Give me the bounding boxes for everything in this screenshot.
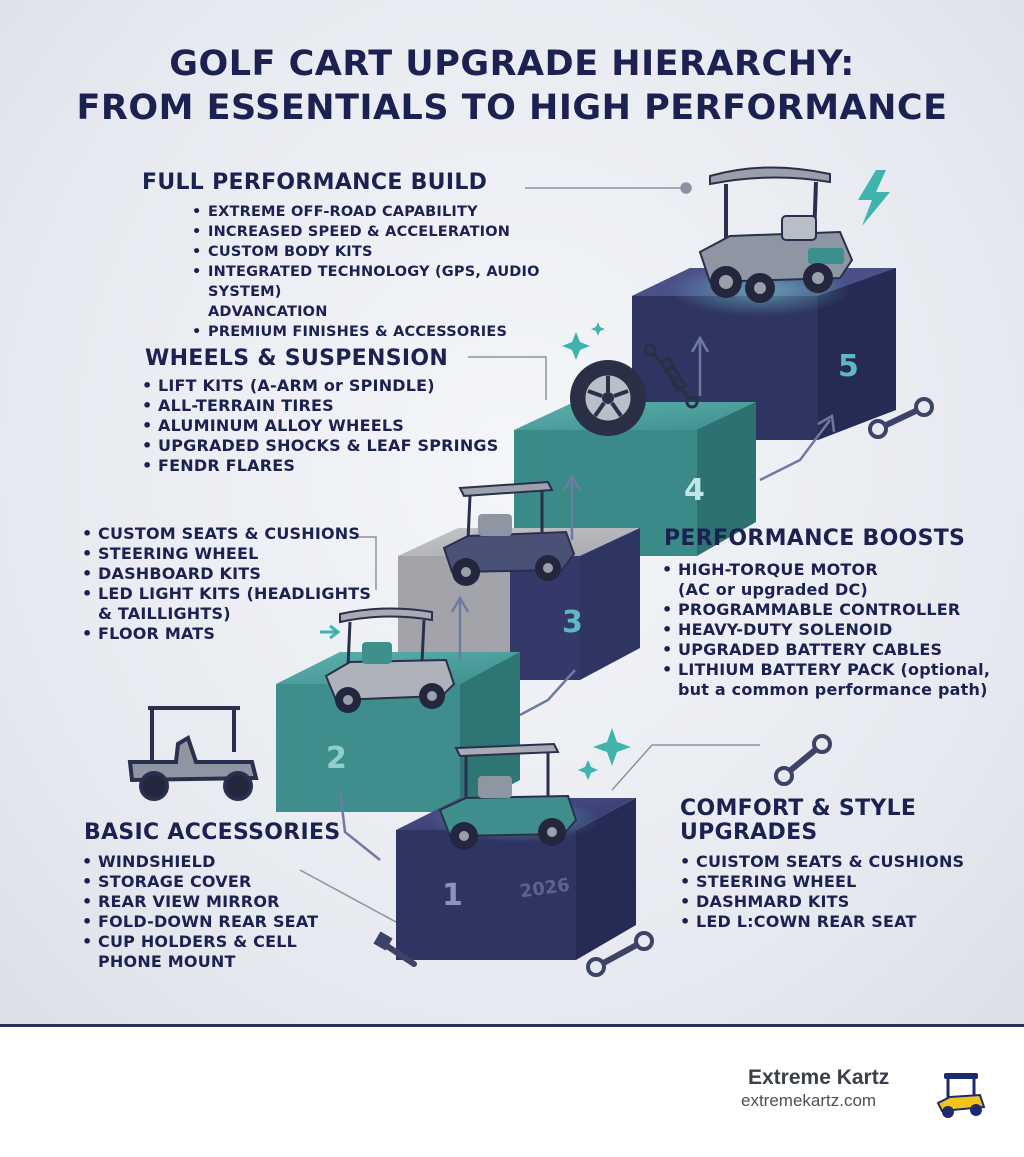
lightning-icon xyxy=(858,170,890,226)
list-item-continuation: ADVANCATION xyxy=(208,304,328,320)
footer xyxy=(0,1024,1024,1157)
performance-boosts-heading: PERFORMANCE BOOSTS xyxy=(664,526,966,551)
list-item: WINDSHIELD xyxy=(82,852,382,872)
list-item-continuation: (AC or upgraded DC) xyxy=(678,580,868,599)
wrench-icon xyxy=(595,939,645,969)
list-item: FOLD-DOWN REAR SEAT xyxy=(82,912,382,932)
logo-cart-icon xyxy=(936,1073,986,1118)
list-item: LED LIGHT KITS (HEADLIGHTS xyxy=(82,584,382,604)
list-item: STEERING WHEEL xyxy=(680,872,1000,892)
list-item: STORAGE COVER xyxy=(82,872,382,892)
golf-cart-icon xyxy=(438,742,578,850)
step-2-number: 2 xyxy=(326,741,347,776)
wrench-icon xyxy=(783,743,823,777)
golf-cart-icon xyxy=(324,607,456,713)
progress-arrows xyxy=(338,335,836,861)
list-item: ALUMINUM ALLOY WHEELS xyxy=(142,416,522,436)
list-item-continuation: PHONE MOUNT xyxy=(98,952,236,971)
step-5-number: 5 xyxy=(838,349,859,384)
step-3-number: 3 xyxy=(562,605,583,640)
wheel-icon xyxy=(570,360,646,436)
golf-cart-icon xyxy=(442,480,576,586)
performance-boosts-list: HIGH-TORQUE MOTOR (AC or upgraded DC) PR… xyxy=(662,560,1002,700)
list-item-continuation: but a common performance path) xyxy=(678,680,988,699)
basic-accessories-heading: BASIC ACCESSORIES xyxy=(84,820,341,845)
list-item: DASHMARD KITS xyxy=(680,892,1000,912)
list-item: UPGRADED BATTERY CABLES xyxy=(662,640,1002,660)
shock-absorber-icon xyxy=(643,343,699,409)
list-item: FENDR FLARES xyxy=(142,456,522,476)
title-line-1: GOLF CART UPGRADE HIERARCHY: xyxy=(169,44,855,84)
comfort-style-heading-line-2: UPGRADES xyxy=(680,820,818,845)
basic-accessories-list: WINDSHIELD STORAGE COVER REAR VIEW MIRRO… xyxy=(82,852,382,972)
golf-cart-icon xyxy=(127,706,259,801)
list-item: LITHIUM BATTERY PACK (optional, xyxy=(662,660,1002,680)
list-item: STEERING WHEEL xyxy=(82,544,382,564)
step-4-number: 4 xyxy=(684,473,705,508)
comfort-left-list: CUSTOM SEATS & CUSHIONS STEERING WHEEL D… xyxy=(82,524,382,644)
list-item: ALL-TERRAIN TIRES xyxy=(142,396,522,416)
full-performance-list: EXTREME OFF-ROAD CAPABILITY INCREASED SP… xyxy=(192,202,612,342)
brand-url[interactable]: extremekartz.com xyxy=(741,1091,877,1110)
list-item: LED L:COWN REAR SEAT xyxy=(680,912,1000,932)
step-3-block xyxy=(398,528,640,680)
wheels-suspension-list: LIFT KITS (A-ARM or SPINDLE) ALL-TERRAIN… xyxy=(142,376,522,476)
wheels-suspension-heading: WHEELS & SUSPENSION xyxy=(145,346,449,371)
list-item: CUSTOM BODY KITS xyxy=(192,242,612,262)
list-item: PROGRAMMABLE CONTROLLER xyxy=(662,600,1002,620)
full-performance-heading: FULL PERFORMANCE BUILD xyxy=(142,170,488,195)
brand-name: Extreme Kartz xyxy=(748,1066,890,1089)
list-item: FLOOR MATS xyxy=(82,624,382,644)
list-item: EXTREME OFF-ROAD CAPABILITY xyxy=(192,202,612,222)
golf-cart-icon xyxy=(698,166,854,303)
list-item: HIGH-TORQUE MOTOR xyxy=(662,560,1002,580)
list-item: HEAVY-DUTY SOLENOID xyxy=(662,620,1002,640)
list-item: LIFT KITS (A-ARM or SPINDLE) xyxy=(142,376,522,396)
comfort-style-list: CUISTOM SEATS & CUSHIONS STEERING WHEEL … xyxy=(680,852,1000,932)
list-item: INTEGRATED TECHNOLOGY (GPS, AUDIO SYSTEM… xyxy=(192,262,612,302)
list-item-continuation: & TAILLIGHTS) xyxy=(98,604,231,623)
list-item: REAR VIEW MIRROR xyxy=(82,892,382,912)
list-item: UPGRADED SHOCKS & LEAF SPRINGS xyxy=(142,436,522,456)
title-line-2: FROM ESSENTIALS TO HIGH PERFORMANCE xyxy=(76,88,948,128)
comfort-style-heading-line-1: COMFORT & STYLE xyxy=(680,796,917,821)
step-1-number: 1 xyxy=(442,878,463,913)
list-item: INCREASED SPEED & ACCELERATION xyxy=(192,222,612,242)
list-item: DASHBOARD KITS xyxy=(82,564,382,584)
list-item: CUISTOM SEATS & CUSHIONS xyxy=(680,852,1000,872)
infographic-canvas: GOLF CART UPGRADE HIERARCHY: FROM ESSENT… xyxy=(0,0,1024,1024)
list-item: CUP HOLDERS & CELL xyxy=(82,932,382,952)
list-item: PREMIUM FINISHES & ACCESSORIES xyxy=(192,322,612,342)
list-item: CUSTOM SEATS & CUSHIONS xyxy=(82,524,382,544)
